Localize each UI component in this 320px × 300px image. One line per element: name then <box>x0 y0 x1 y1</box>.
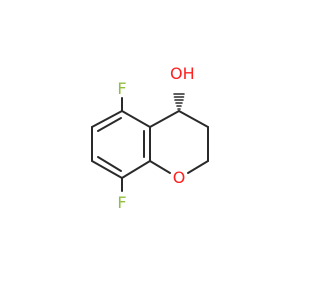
bond-c4-c3 <box>178 110 209 128</box>
hashed-wedge-bond <box>173 93 185 110</box>
bond-o-c8a <box>149 160 171 174</box>
bond-c2-o <box>187 160 209 174</box>
bond-c4a-c4 <box>149 110 180 128</box>
ring-oxygen-label: O <box>173 168 186 187</box>
bond-c5-c6 <box>91 110 123 128</box>
bond-c8-c8a <box>121 160 151 179</box>
molecule-canvas: F F OH O <box>91 64 209 212</box>
fluorine-top-label: F <box>117 79 126 98</box>
bond-c7-c8 <box>91 160 123 179</box>
structure-diagram: F F OH O <box>91 64 209 212</box>
double-bond-c5-c6 <box>97 117 122 132</box>
hydroxyl-label: OH <box>170 64 195 83</box>
double-bond-c7-c8 <box>97 156 122 172</box>
bond-c4a-c5 <box>121 110 151 128</box>
fluorine-bottom-label: F <box>117 193 126 212</box>
